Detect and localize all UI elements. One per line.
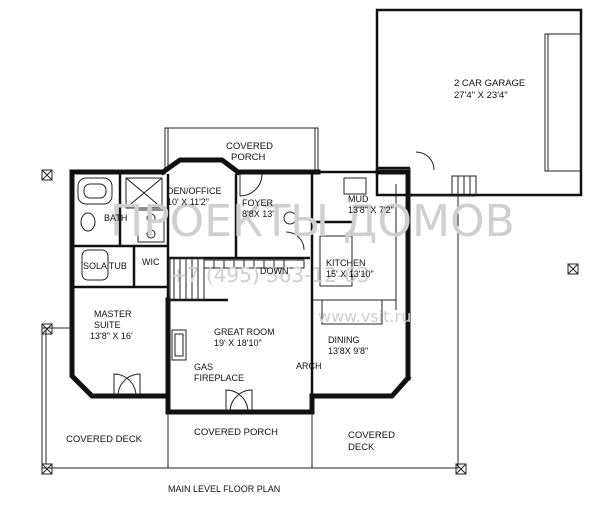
arch-name: ARCH (296, 361, 322, 371)
watermark-phone: +7 (495) 363-12-63 (170, 263, 369, 287)
mud-name: MUD (348, 194, 369, 204)
bath-name: BATH (104, 213, 127, 223)
deck-outlines (41, 195, 459, 469)
left-deck-name: COVERED DECK (66, 434, 143, 445)
foyer-name: FOYER (242, 198, 274, 208)
foyer-dims: 8'8X 13' (242, 209, 274, 219)
master-name2: SUITE (94, 320, 121, 330)
garage-structure (375, 8, 583, 197)
den-name: DEN/OFFICE (167, 186, 222, 196)
top-porch-outline (164, 127, 319, 170)
watermark-site: www.vsit.ru (318, 307, 411, 326)
fixtures (77, 177, 383, 361)
wic-name: WIC (142, 257, 160, 267)
dining-dims: 13'8X 9'8" (328, 346, 368, 356)
great-room-name: GREAT ROOM (214, 327, 275, 337)
interior-walls (74, 174, 397, 310)
great-room-dims: 19' X 18'10" (214, 338, 262, 348)
down-name: DOWN (260, 266, 289, 276)
master-name: MASTER (94, 309, 132, 319)
exterior-walls (69, 157, 412, 415)
fireplace-name2: FIREPLACE (194, 373, 244, 383)
right-deck-name2: DECK (348, 442, 375, 453)
plan-caption: MAIN LEVEL FLOOR PLAN (168, 484, 280, 494)
sola-tub-name: SOLA TUB (83, 261, 127, 271)
corner-markers (41, 169, 579, 475)
right-deck-name: COVERED (348, 430, 395, 441)
top-porch-name2: PORCH (231, 152, 265, 163)
doors (113, 173, 263, 413)
den-dims: 10' X 11'2" (167, 197, 209, 207)
kitchen-name: KITCHEN (326, 258, 366, 268)
watermark-brand: ПРОЕКТЫ ДОМОВ (110, 196, 515, 247)
fireplace-name: GAS (194, 362, 213, 372)
garage-dims: 27'4" X 23'4" (454, 90, 508, 101)
master-dims: 13'8" X 16' (90, 331, 133, 341)
top-porch-name: COVERED (226, 141, 273, 152)
dining-name: DINING (328, 335, 360, 345)
bottom-porch-name: COVERED PORCH (194, 427, 278, 438)
mud-dims: 13'8" X 7'2" (348, 205, 394, 215)
garage-name: 2 CAR GARAGE (454, 78, 525, 89)
kitchen-dims: 15' X 13'10" (326, 269, 374, 279)
